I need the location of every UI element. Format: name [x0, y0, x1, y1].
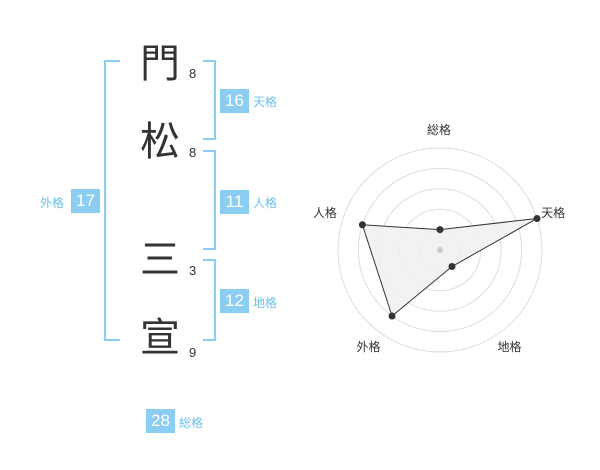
radar-point-1 — [533, 214, 541, 222]
gaikaku-value: 17 — [71, 189, 100, 213]
radar-axis-label-0: 総格 — [427, 123, 452, 137]
radar-point-2 — [448, 263, 456, 271]
chikaku-bracket — [203, 259, 216, 341]
radar-axis-label-2: 地格 — [497, 340, 522, 355]
radar-ring — [337, 147, 543, 353]
stroke-count-3: 3 — [189, 263, 197, 278]
name-char-2: 松 — [140, 119, 180, 165]
soukaku-label: 総格 — [179, 416, 204, 430]
soukaku-value: 28 — [146, 409, 175, 433]
radar-axis-label-4: 人格 — [312, 205, 337, 220]
radar-chart — [337, 147, 543, 353]
name-char-3: 三 — [140, 237, 180, 283]
radar-center-dot — [437, 247, 443, 253]
radar-axis-label-3: 外格 — [356, 340, 381, 355]
radar-ring — [357, 167, 523, 333]
radar-point-4 — [358, 221, 366, 229]
radar-point-3 — [388, 312, 396, 320]
tenkaku-value: 16 — [220, 89, 249, 113]
stroke-count-1: 8 — [189, 66, 197, 81]
jinkaku-value: 11 — [220, 190, 249, 214]
radar-point-0 — [436, 226, 444, 234]
gaikaku-bracket — [104, 60, 120, 341]
tenkaku-label: 天格 — [253, 95, 278, 109]
jinkaku-bracket — [203, 150, 216, 250]
tenkaku-bracket — [203, 60, 216, 140]
chikaku-value: 12 — [220, 289, 249, 313]
jinkaku-label: 人格 — [253, 196, 278, 210]
gaikaku-label: 外格 — [40, 196, 65, 210]
stroke-count-2: 8 — [189, 145, 197, 160]
name-char-4: 宣 — [140, 315, 180, 361]
stroke-count-4: 9 — [189, 345, 197, 360]
radar-axis-label-1: 天格 — [541, 205, 566, 220]
chikaku-label: 地格 — [253, 296, 278, 310]
name-char-1: 門 — [140, 41, 180, 87]
